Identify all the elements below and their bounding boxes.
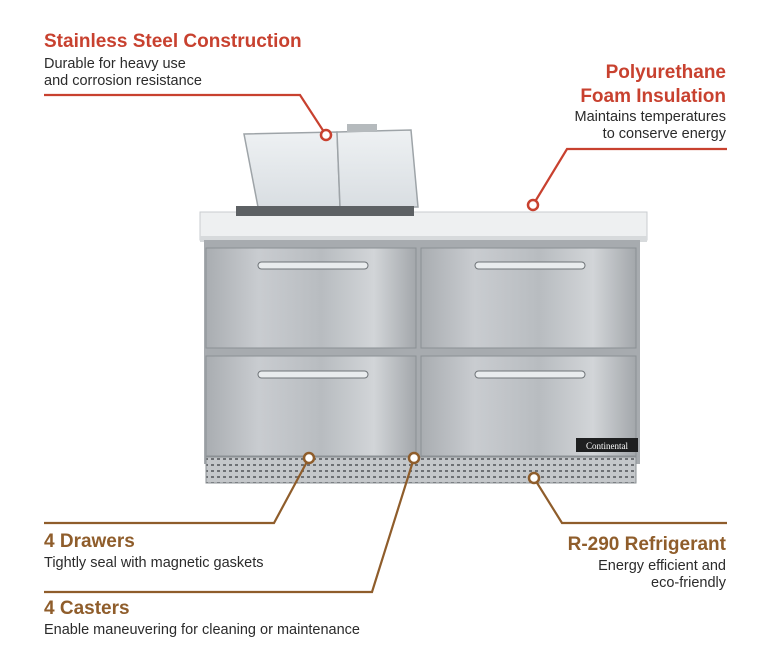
brand-logo: Continental xyxy=(586,441,628,451)
countertop xyxy=(199,206,648,242)
foam-desc-1: Maintains temperatures xyxy=(574,109,726,125)
drawers-title: 4 Drawers xyxy=(44,531,135,552)
refrigerant-desc-1: Energy efficient and xyxy=(598,558,726,574)
callout-dots xyxy=(302,128,541,485)
refrigerant-title: R-290 Refrigerant xyxy=(567,534,726,555)
callout-lines xyxy=(44,93,727,594)
cabinet: Continental xyxy=(204,240,640,484)
steel-desc-2: and corrosion resistance xyxy=(44,73,202,89)
drawers-desc: Tightly seal with magnetic gaskets xyxy=(44,555,264,571)
casters-desc: Enable maneuvering for cleaning or maint… xyxy=(44,622,360,638)
foam-title-2: Foam Insulation xyxy=(580,86,726,107)
refrigerant-desc-2: eco-friendly xyxy=(651,575,726,591)
casters-title: 4 Casters xyxy=(44,598,130,619)
lid xyxy=(243,124,419,208)
foam-title-1: Polyurethane xyxy=(605,62,726,83)
steel-title: Stainless Steel Construction xyxy=(44,31,302,52)
steel-desc-1: Durable for heavy use xyxy=(44,56,186,72)
foam-desc-2: to conserve energy xyxy=(602,126,726,142)
